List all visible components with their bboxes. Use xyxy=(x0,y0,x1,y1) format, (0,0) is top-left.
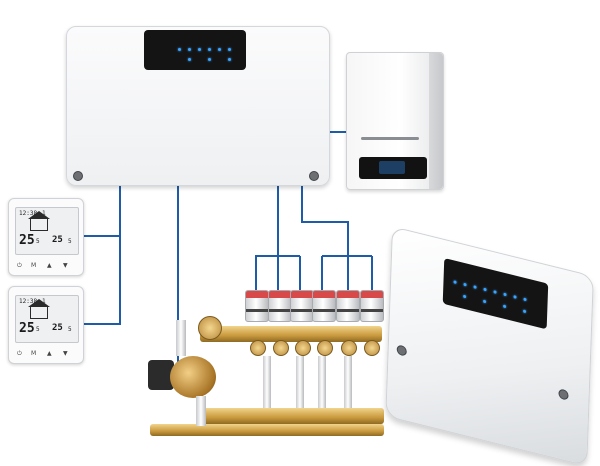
actuator xyxy=(312,290,336,322)
controller-led-panel xyxy=(442,257,549,330)
pipe xyxy=(296,356,304,408)
thermostat-screen: 12:38 1 25 5 25 5 xyxy=(15,207,79,255)
pipe xyxy=(176,320,186,356)
led-indicator xyxy=(208,48,211,51)
house-icon xyxy=(28,299,50,307)
manifold-assembly xyxy=(148,290,384,436)
house-icon xyxy=(28,211,50,219)
wiring-diagram xyxy=(84,131,373,362)
led-indicator xyxy=(503,292,507,297)
led-indicator xyxy=(188,58,191,61)
led-indicator xyxy=(218,48,221,51)
circulation-pump xyxy=(170,356,216,398)
thermostat-current-decimal: 5 xyxy=(68,326,72,333)
manifold-base xyxy=(150,424,384,436)
valve-nut xyxy=(273,340,289,356)
boiler-display xyxy=(379,161,405,174)
boiler-side xyxy=(429,53,443,189)
led-indicator xyxy=(473,285,477,289)
led-indicator xyxy=(228,48,231,51)
actuator xyxy=(290,290,314,322)
led-indicator xyxy=(453,280,457,284)
up-button[interactable]: ▲ xyxy=(47,350,52,357)
led-indicator xyxy=(503,304,507,309)
pipe xyxy=(196,396,206,426)
screw-icon xyxy=(396,344,407,357)
controller-led-panel xyxy=(144,30,246,70)
boiler xyxy=(346,52,444,190)
thermostat-set-decimal: 5 xyxy=(36,238,40,245)
led-indicator xyxy=(513,295,517,299)
house-icon xyxy=(30,306,48,319)
valve-nut xyxy=(317,340,333,356)
thermostat-set-decimal: 5 xyxy=(36,326,40,333)
main-controller xyxy=(66,26,330,186)
led-indicator xyxy=(463,282,467,287)
led-indicator xyxy=(198,48,201,51)
led-indicator xyxy=(188,48,191,51)
up-button[interactable]: ▲ xyxy=(47,262,52,269)
thermostat-current-temp: 25 xyxy=(52,323,63,333)
mixing-valve xyxy=(198,316,222,340)
led-indicator xyxy=(523,297,527,302)
boiler-brand-mark xyxy=(361,137,419,140)
pipe xyxy=(263,356,271,408)
mode-button[interactable]: M xyxy=(31,262,37,269)
led-indicator xyxy=(523,309,527,314)
wire-thermostat-2 xyxy=(84,236,121,325)
pipe xyxy=(318,356,326,408)
screw-icon xyxy=(73,171,83,181)
power-button[interactable]: ⏻ xyxy=(17,262,22,269)
actuator xyxy=(245,290,269,322)
led-indicator xyxy=(228,58,231,61)
led-indicator xyxy=(178,48,181,51)
wire-actuators-left xyxy=(255,184,279,292)
led-indicator xyxy=(483,287,487,292)
wire-actuators-right xyxy=(301,184,349,256)
led-indicator xyxy=(483,299,487,304)
valve-nut xyxy=(295,340,311,356)
thermostat-set-temp: 25 xyxy=(19,321,35,336)
boiler-control-bar xyxy=(359,157,427,179)
manifold-return-bar xyxy=(196,408,384,424)
valve-nut xyxy=(364,340,380,356)
pump-motor xyxy=(148,360,174,390)
screw-icon xyxy=(309,171,319,181)
thermostat-screen: 12:38 1 25 5 25 5 xyxy=(15,295,79,343)
led-indicator xyxy=(493,290,497,294)
manifold-supply-bar xyxy=(200,326,382,342)
valve-nut xyxy=(341,340,357,356)
house-icon xyxy=(30,218,48,231)
led-indicator xyxy=(463,294,467,299)
down-button[interactable]: ▼ xyxy=(63,262,68,269)
thermostat-2: 12:38 1 25 5 25 5 ⏻ M ▲ ▼ xyxy=(8,286,84,364)
pipe xyxy=(344,356,352,408)
actuator xyxy=(336,290,360,322)
mode-button[interactable]: M xyxy=(31,350,37,357)
power-button[interactable]: ⏻ xyxy=(17,350,22,357)
valve-nut xyxy=(250,340,266,356)
thermostat-set-temp: 25 xyxy=(19,233,35,248)
thermostat-1: 12:38 1 25 5 25 5 ⏻ M ▲ ▼ xyxy=(8,198,84,276)
thermostat-current-temp: 25 xyxy=(52,235,63,245)
actuator xyxy=(360,290,384,322)
actuator xyxy=(268,290,292,322)
thermostat-current-decimal: 5 xyxy=(68,238,72,245)
led-indicator xyxy=(208,58,211,61)
down-button[interactable]: ▼ xyxy=(63,350,68,357)
screw-icon xyxy=(558,388,569,401)
